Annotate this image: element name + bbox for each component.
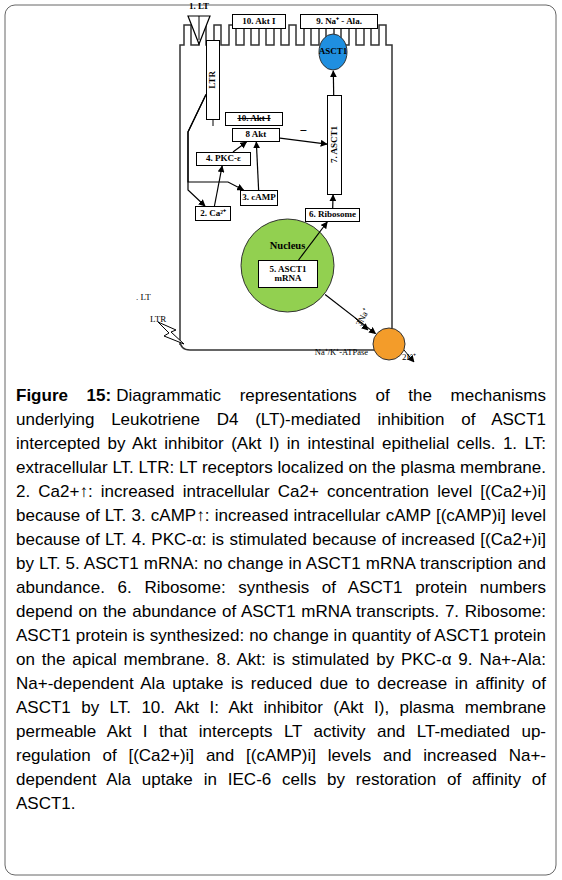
nucleus-circle: Nucleus 5. ASCT1 mRNA — [240, 218, 335, 313]
shape-fill — [319, 34, 347, 70]
receptor-symbol — [158, 322, 184, 344]
process-box: 7. ASCT1 — [327, 95, 342, 195]
node-text: 5. ASCT1 mRNA — [259, 265, 317, 284]
process-box: 10. Akt I — [232, 14, 286, 29]
process-box: 8 Akt — [232, 128, 280, 142]
process-box: 2. Ca²⁺ — [195, 206, 231, 221]
signal-arrow — [325, 295, 375, 334]
edge-label: − — [300, 123, 307, 139]
process-box: 5. ASCT1 mRNA — [258, 260, 318, 288]
signal-arrow — [188, 95, 206, 206]
signal-arrow — [214, 166, 222, 206]
node-text: 7. ASCT1 — [330, 126, 339, 163]
signal-arrow — [333, 71, 335, 95]
figure-title: Figure 15: — [16, 386, 111, 405]
node-text: 6. Ribosome — [309, 210, 356, 219]
cell-membrane — [180, 25, 392, 350]
node-text: 3. cAMP — [242, 193, 276, 202]
figure-caption: Diagrammatic representations of the mech… — [16, 386, 546, 813]
shape-fill — [373, 328, 405, 360]
node-text: 9. Na⁺ - Ala. — [316, 17, 362, 26]
process-box: 10. Akt I — [225, 112, 283, 126]
node-text: 10. Akt I — [242, 17, 275, 26]
node-text: ASCT1 — [319, 47, 348, 56]
shape-outline — [372, 327, 406, 361]
callout-label: LTR — [150, 314, 166, 324]
process-box: 3. cAMP — [240, 190, 278, 206]
node-text: 4. PKC-ε — [206, 154, 241, 163]
signal-arrow — [188, 95, 244, 190]
callout-label: . LT — [136, 292, 151, 302]
caption-block: Figure 15:Diagrammatic representations o… — [16, 384, 546, 816]
process-box: 4. PKC-ε — [196, 152, 251, 166]
ligand-arrow-stem — [199, 16, 200, 40]
node-text: Nucleus — [270, 240, 306, 251]
signal-arrow — [233, 142, 247, 152]
node-text: 8 Akt — [246, 130, 267, 139]
signal-arrow — [332, 195, 334, 208]
pump-circle: Na⁺/K⁺-ATPase — [372, 327, 406, 361]
node-text: 10. Akt I — [237, 114, 270, 123]
shape-fill — [241, 219, 334, 312]
signal-arrow — [256, 142, 258, 190]
callout-label: 2K⁺ — [402, 350, 416, 363]
node-text: 1. LT — [189, 2, 209, 11]
node-text: LTR — [208, 71, 217, 89]
node-text: Na⁺/K⁺-ATPase — [315, 348, 368, 357]
process-box: 9. Na⁺ - Ala. — [300, 14, 378, 29]
callout-label: 3Na⁺ — [352, 306, 372, 328]
process-box: 6. Ribosome — [305, 208, 360, 222]
receptor-stem — [213, 120, 214, 126]
figure-frame — [5, 5, 556, 875]
transporter-ellipse: ASCT1 — [318, 33, 348, 71]
receptor-band: LTR — [206, 40, 220, 120]
signal-arrow — [299, 222, 328, 260]
node-text: 2. Ca²⁺ — [200, 209, 226, 218]
signal-arrow — [280, 138, 327, 144]
